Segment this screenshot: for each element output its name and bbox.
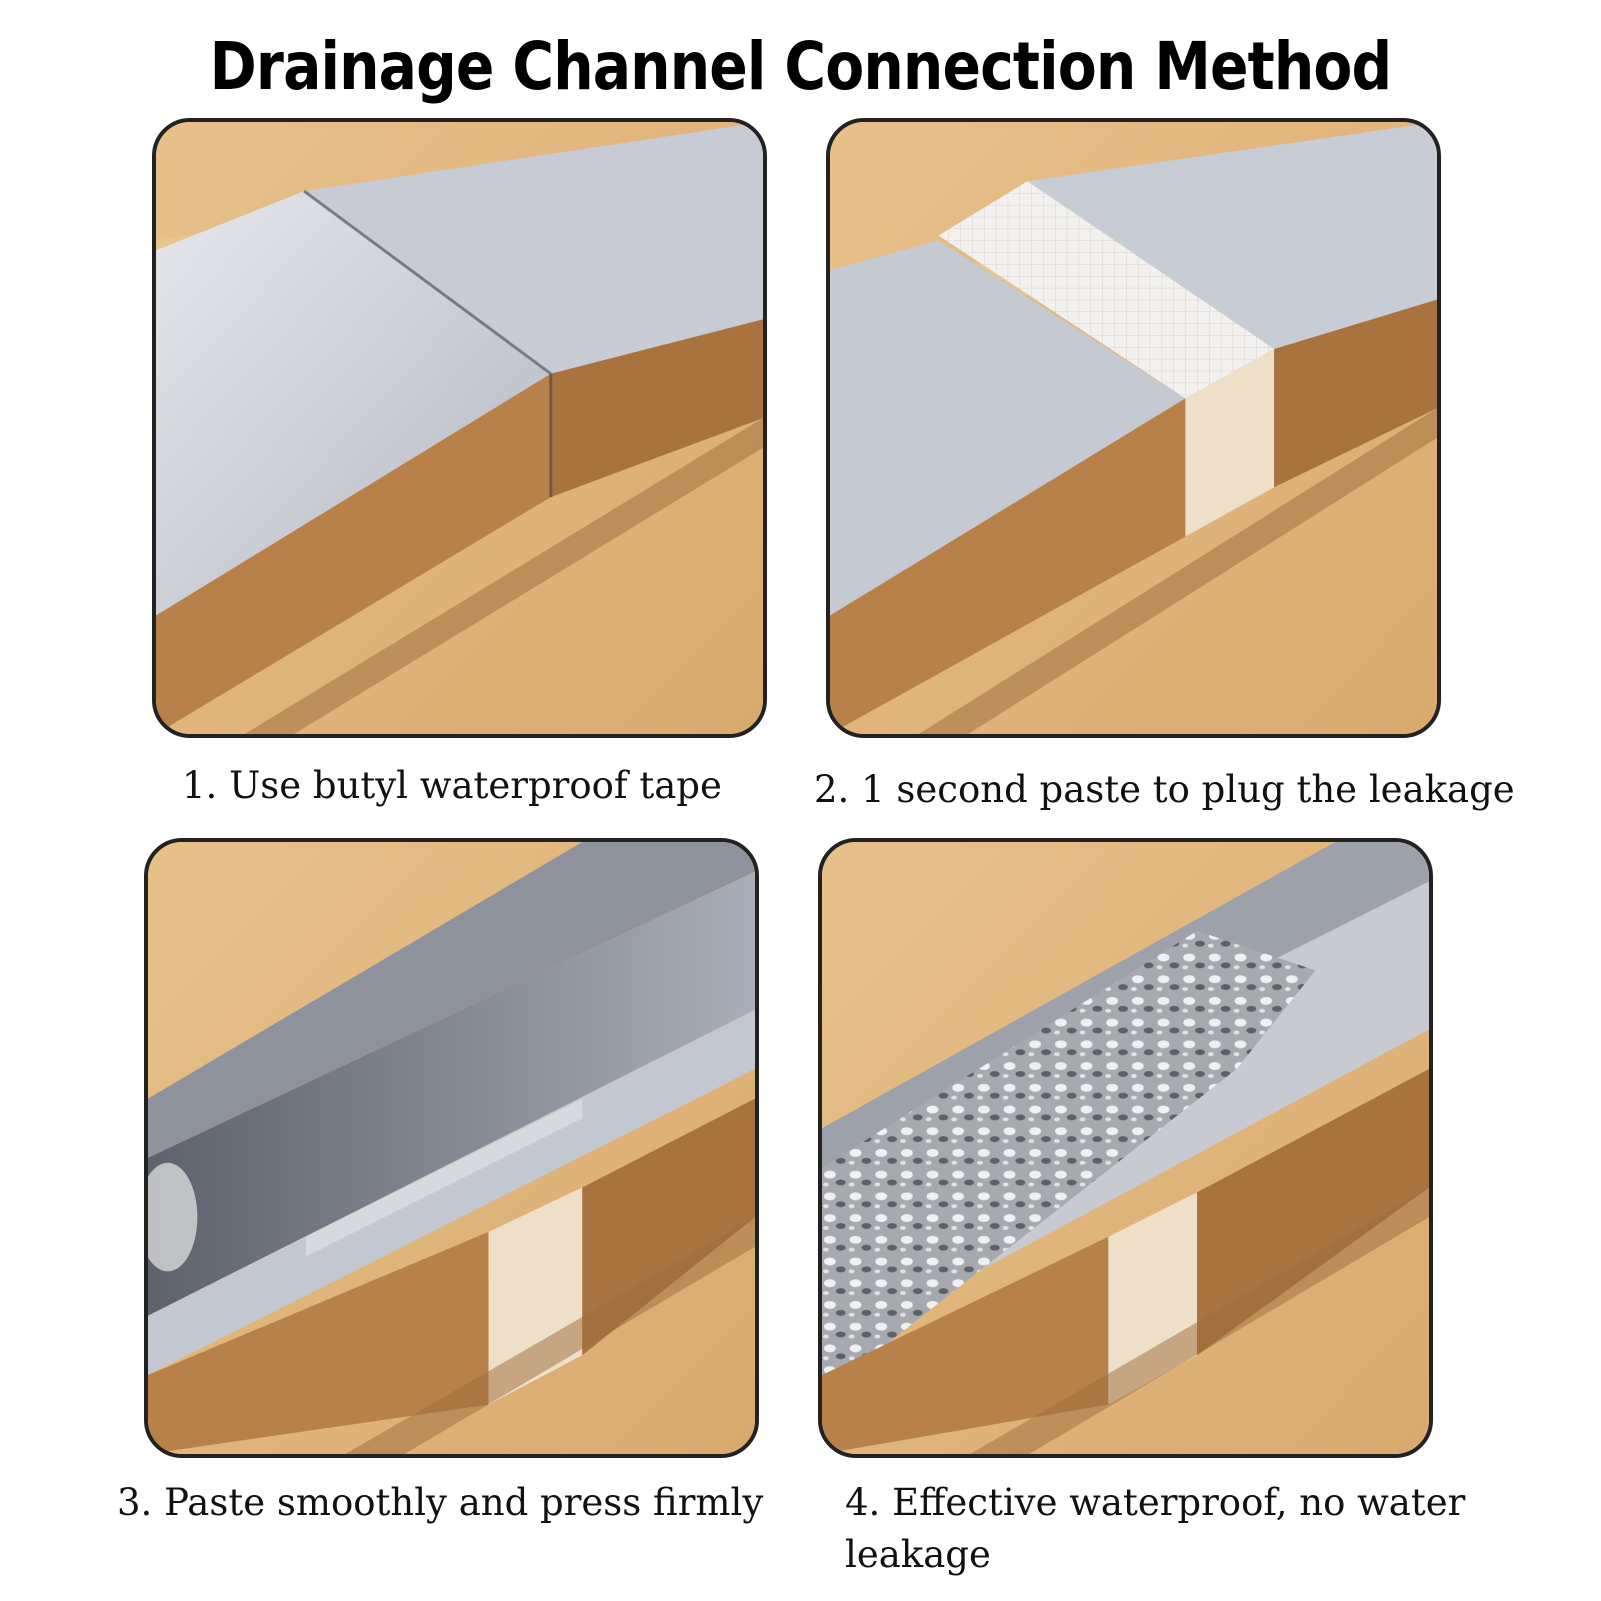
page-title: Drainage Channel Connection Method	[209, 28, 1392, 105]
step-2-caption: 2. 1 second paste to plug the leakage	[814, 768, 1515, 811]
step-4-illustration	[822, 842, 1429, 1454]
step-3-image	[144, 838, 759, 1458]
step-2-image	[826, 118, 1441, 738]
step-4-image	[818, 838, 1433, 1458]
step-1-caption: 1. Use butyl waterproof tape	[182, 764, 722, 807]
step-2-illustration	[830, 122, 1437, 734]
step-1-illustration	[156, 122, 763, 734]
step-1-image	[152, 118, 767, 738]
step-4-caption: 4. Effective waterproof, no water leakag…	[845, 1481, 1466, 1576]
step-3-illustration	[148, 842, 755, 1454]
step-3-caption: 3. Paste smoothly and press firmly	[117, 1481, 764, 1524]
